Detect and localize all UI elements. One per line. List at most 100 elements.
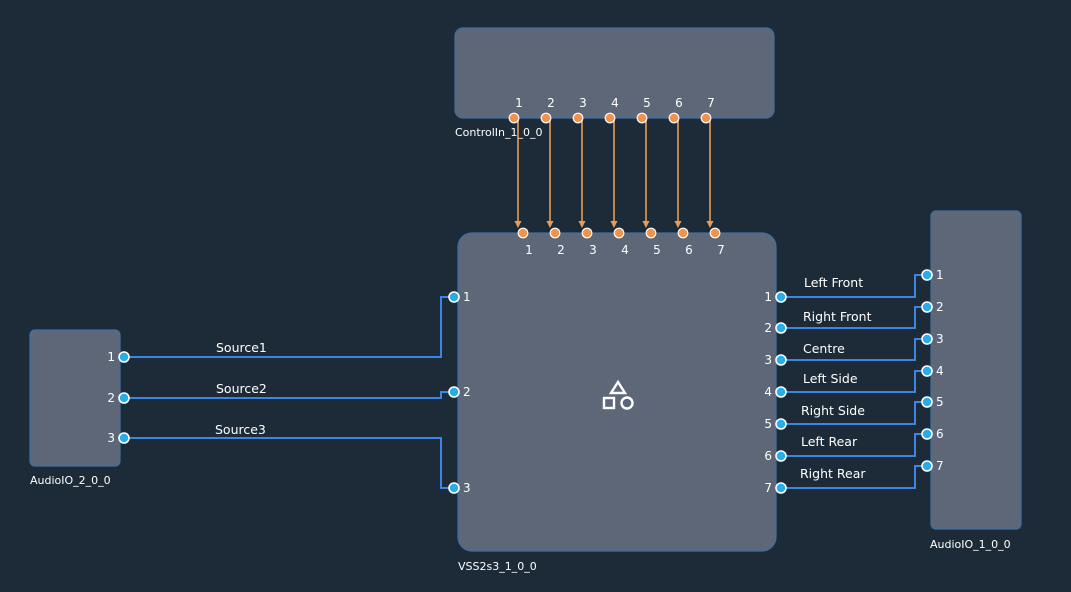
- arrow-head-icon: [578, 221, 586, 228]
- control-out-port[interactable]: [668, 112, 680, 124]
- control-out-port-label: 1: [515, 96, 523, 110]
- output-channel-label: Centre: [803, 341, 845, 356]
- arrow-head-icon: [642, 221, 650, 228]
- control-out-port[interactable]: [540, 112, 552, 124]
- control-in-port[interactable]: [709, 227, 721, 239]
- output-wire: [781, 465, 927, 489]
- control-in-port[interactable]: [549, 227, 561, 239]
- control-in-port[interactable]: [613, 227, 625, 239]
- control-out-port-label: 6: [675, 96, 683, 110]
- vss-output-port[interactable]: [775, 386, 787, 398]
- control-out-port-label: 2: [547, 96, 555, 110]
- source-label: Source3: [215, 422, 266, 437]
- source-label: Source2: [216, 381, 267, 396]
- audio-out-port-label: 2: [936, 300, 944, 314]
- vss-input-port[interactable]: [448, 482, 460, 494]
- audio-out-name: AudioIO_1_0_0: [930, 538, 1011, 551]
- output-channel-label: Right Side: [801, 403, 865, 418]
- output-channel-label: Right Front: [803, 309, 872, 324]
- vss-output-port[interactable]: [775, 418, 787, 430]
- audio-out-in-port[interactable]: [921, 301, 933, 313]
- control-out-port[interactable]: [636, 112, 648, 124]
- audio-in-out-port[interactable]: [118, 392, 130, 404]
- audio-in-out-port[interactable]: [118, 351, 130, 363]
- audio-in-port-label: 3: [107, 431, 115, 445]
- vss-output-port-label: 2: [764, 321, 772, 335]
- vss-input-port[interactable]: [448, 386, 460, 398]
- control-out-port[interactable]: [700, 112, 712, 124]
- vss-output-port[interactable]: [775, 291, 787, 303]
- vss-output-port-label: 1: [764, 290, 772, 304]
- control-out-port-label: 5: [643, 96, 651, 110]
- vss-output-port[interactable]: [775, 322, 787, 334]
- control-in-name: ControlIn_1_0_0: [455, 126, 542, 139]
- vss-output-port[interactable]: [775, 482, 787, 494]
- vss-output-port[interactable]: [775, 354, 787, 366]
- audio-out-port-label: 5: [936, 395, 944, 409]
- audio-out-in-port[interactable]: [921, 333, 933, 345]
- control-in-port-label: 6: [685, 243, 693, 257]
- audio-in-out-port[interactable]: [118, 432, 130, 444]
- vss-output-port-label: 4: [764, 385, 772, 399]
- output-channel-label: Left Rear: [801, 434, 858, 449]
- audio-out-block[interactable]: [930, 210, 1022, 530]
- output-wire: [781, 274, 927, 298]
- vss-input-port-label: 2: [463, 385, 471, 399]
- audio-out-in-port[interactable]: [921, 428, 933, 440]
- audio-out-in-port[interactable]: [921, 396, 933, 408]
- source-wire: [124, 437, 454, 489]
- output-wire: [781, 433, 927, 457]
- vss-input-port-label: 1: [463, 290, 471, 304]
- audio-out-port-label: 1: [936, 268, 944, 282]
- output-wire: [781, 401, 927, 425]
- audio-in-port-label: 2: [107, 391, 115, 405]
- source-wire: [124, 391, 454, 399]
- control-in-port-label: 1: [525, 243, 533, 257]
- shapes-icon: [602, 379, 634, 410]
- control-in-port-label: 7: [717, 243, 725, 257]
- control-wire: [705, 117, 711, 222]
- control-in-port[interactable]: [645, 227, 657, 239]
- vss-output-port-label: 5: [764, 417, 772, 431]
- audio-out-in-port[interactable]: [921, 460, 933, 472]
- audio-out-port-label: 3: [936, 332, 944, 346]
- audio-in-port-label: 1: [107, 350, 115, 364]
- audio-out-port-label: 7: [936, 459, 944, 473]
- control-out-port-label: 3: [579, 96, 587, 110]
- control-in-port-label: 4: [621, 243, 629, 257]
- arrow-head-icon: [514, 221, 522, 228]
- vss-output-port-label: 6: [764, 449, 772, 463]
- output-channel-label: Left Side: [803, 371, 858, 386]
- arrow-head-icon: [610, 221, 618, 228]
- vss-output-port-label: 3: [764, 353, 772, 367]
- audio-out-in-port[interactable]: [921, 365, 933, 377]
- control-wire: [673, 117, 679, 222]
- control-out-port[interactable]: [604, 112, 616, 124]
- control-wire: [545, 117, 551, 222]
- control-in-port[interactable]: [677, 227, 689, 239]
- output-channel-label: Right Rear: [800, 466, 866, 481]
- control-out-port[interactable]: [572, 112, 584, 124]
- source-label: Source1: [216, 340, 267, 355]
- control-out-port-label: 7: [707, 96, 715, 110]
- output-wire: [781, 370, 927, 393]
- control-wire: [641, 117, 647, 222]
- vss-output-port[interactable]: [775, 450, 787, 462]
- control-out-port-label: 4: [611, 96, 619, 110]
- vss-input-port[interactable]: [448, 291, 460, 303]
- control-in-port-label: 2: [557, 243, 565, 257]
- arrow-head-icon: [546, 221, 554, 228]
- audio-in-name: AudioIO_2_0_0: [30, 474, 111, 487]
- control-in-port[interactable]: [581, 227, 593, 239]
- vss-input-port-label: 3: [463, 481, 471, 495]
- output-wire: [781, 306, 927, 329]
- audio-out-in-port[interactable]: [921, 269, 933, 281]
- control-in-port-label: 5: [653, 243, 661, 257]
- arrow-head-icon: [674, 221, 682, 228]
- control-in-port[interactable]: [517, 227, 529, 239]
- control-out-port[interactable]: [508, 112, 520, 124]
- audio-out-port-label: 4: [936, 364, 944, 378]
- arrow-head-icon: [706, 221, 714, 228]
- vss-output-port-label: 7: [764, 481, 772, 495]
- source-wire: [124, 296, 454, 358]
